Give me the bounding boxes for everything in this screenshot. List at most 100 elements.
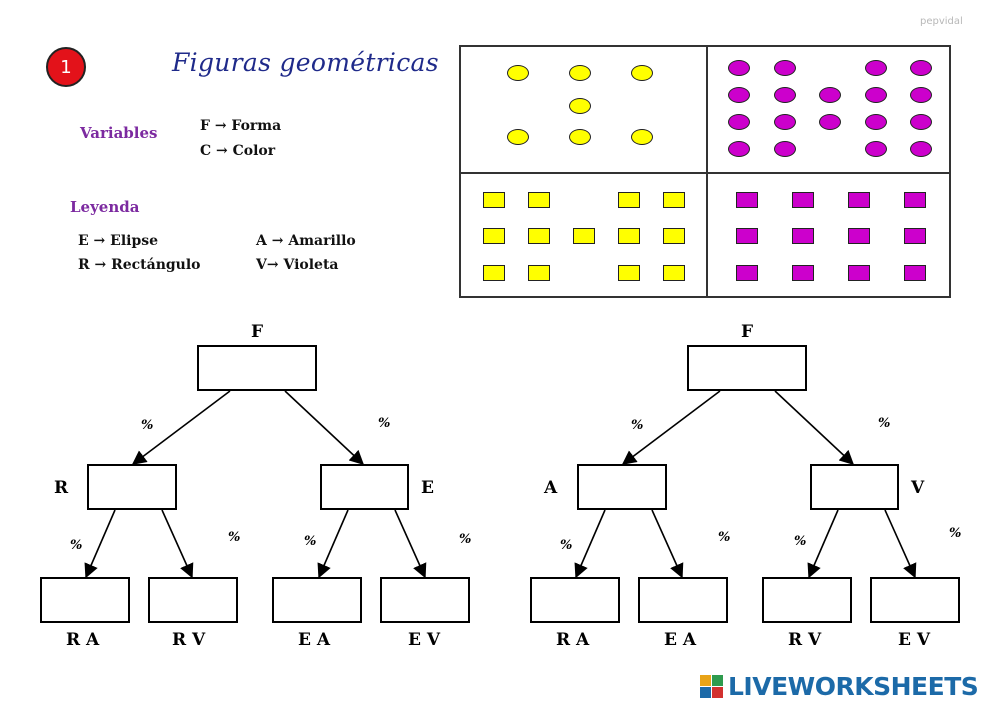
violet-rectangle [792,192,814,208]
tree1-root-label: F [251,322,264,342]
tree1-arrow-r-rv [161,509,194,579]
violet-rectangle [736,192,758,208]
tree2-right-label: V [911,478,925,498]
violet-rectangle [792,265,814,281]
tree1-leaf-label: R A [66,630,100,650]
yellow-rectangle [663,265,685,281]
violet-ellipse [774,87,796,103]
violet-ellipse [865,60,887,76]
violet-rectangle [904,265,926,281]
yellow-rectangle [618,228,640,244]
tree2-pct-leaf-3: % [794,534,807,549]
tree2-pct-leaf-2: % [718,530,731,545]
violet-ellipse [910,114,932,130]
violet-rectangle [904,228,926,244]
yellow-rectangle [618,192,640,208]
violet-rectangle [848,265,870,281]
tree2-pct-leaf-1: % [560,538,573,553]
tree1-leaf-answer-box[interactable] [40,577,130,623]
legend-amarillo: A → Amarillo [256,233,356,249]
tree1-root-answer-box[interactable] [197,345,317,391]
violet-ellipse [819,114,841,130]
legend-label: Leyenda [70,198,140,216]
tree1-left-label: R [54,478,69,498]
tree1-leaf-answer-box[interactable] [272,577,362,623]
tree2-arrow-v-ev [884,509,917,579]
liveworksheets-logo: LIVEWORKSHEETS [700,672,979,701]
tree2-arrow-a-ra [574,509,606,579]
violet-ellipse [728,87,750,103]
yellow-ellipse [631,65,653,81]
author-watermark: pepvidal [920,16,963,27]
variable-forma: F → Forma [200,118,282,134]
tree2-right-answer-box[interactable] [810,464,899,510]
tree1-arrow-r-ra [84,509,116,579]
tree2-root-answer-box[interactable] [687,345,807,391]
tree1-right-answer-box[interactable] [320,464,409,510]
violet-rectangle [848,228,870,244]
tree2-leaf-label: R V [788,630,822,650]
grid-divider-horizontal [461,172,949,174]
tree2-arrow-root-left [621,390,721,465]
variable-color: C → Color [200,143,276,159]
violet-ellipse [865,114,887,130]
violet-ellipse [728,60,750,76]
yellow-rectangle [528,228,550,244]
yellow-rectangle [528,192,550,208]
yellow-rectangle [663,228,685,244]
yellow-ellipse [507,129,529,145]
tree1-leaf-label: E A [298,630,331,650]
tree2-leaf-answer-box[interactable] [638,577,728,623]
tree1-left-answer-box[interactable] [87,464,177,510]
tree2-pct-root-right: % [878,416,891,431]
violet-ellipse [865,141,887,157]
tree2-leaf-answer-box[interactable] [530,577,620,623]
tree1-arrow-e-ea [317,509,349,579]
tree1-pct-leaf-2: % [228,530,241,545]
liveworksheets-logo-icon [700,674,724,699]
yellow-ellipse [507,65,529,81]
tree1-pct-leaf-1: % [70,538,83,553]
violet-ellipse [774,114,796,130]
yellow-ellipse [569,98,591,114]
tree2-leaf-answer-box[interactable] [762,577,852,623]
violet-ellipse [910,87,932,103]
shapes-grid [459,45,951,298]
violet-ellipse [774,141,796,157]
tree1-pct-root-left: % [141,418,154,433]
yellow-rectangle [483,265,505,281]
tree1-leaf-label: E V [408,630,441,650]
legend-violeta: V→ Violeta [256,257,339,273]
tree2-leaf-answer-box[interactable] [870,577,960,623]
tree1-leaf-answer-box[interactable] [380,577,470,623]
yellow-rectangle [483,192,505,208]
tree1-arrow-root-left [131,390,231,465]
tree2-arrow-root-right [774,390,855,465]
tree1-arrow-e-ev [394,509,427,579]
legend-elipse: E → Elipse [78,233,159,249]
violet-ellipse [865,87,887,103]
tree2-leaf-label: E A [664,630,697,650]
yellow-ellipse [569,129,591,145]
tree1-leaf-answer-box[interactable] [148,577,238,623]
tree2-arrow-a-ea [651,509,684,579]
tree2-leaf-label: R A [556,630,590,650]
violet-ellipse [910,141,932,157]
yellow-rectangle [663,192,685,208]
yellow-ellipse [631,129,653,145]
violet-ellipse [728,141,750,157]
violet-rectangle [736,228,758,244]
yellow-rectangle [618,265,640,281]
violet-ellipse [910,60,932,76]
tree1-leaf-label: R V [172,630,206,650]
variables-label: Variables [80,124,158,142]
tree1-pct-leaf-3: % [304,534,317,549]
tree2-left-label: A [544,478,558,498]
tree2-left-answer-box[interactable] [577,464,667,510]
tree2-leaf-label: E V [898,630,931,650]
violet-rectangle [736,265,758,281]
yellow-rectangle [528,265,550,281]
grid-divider-vertical [706,47,708,296]
tree2-pct-leaf-4: % [949,526,962,541]
